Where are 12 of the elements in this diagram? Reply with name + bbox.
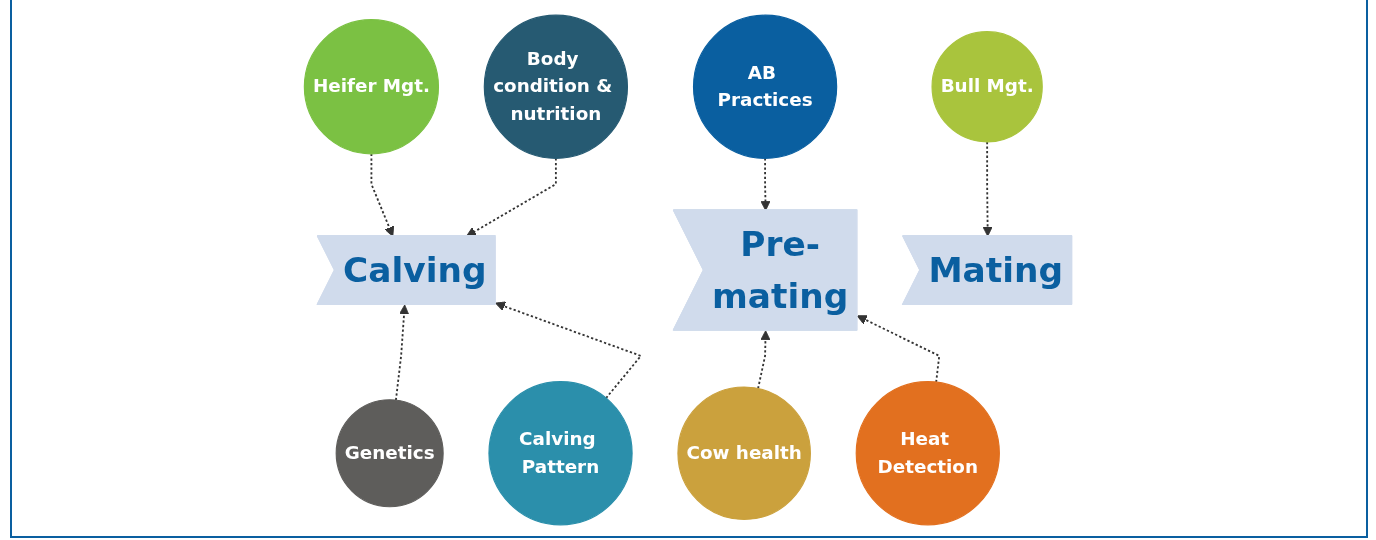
node-circle: Genetics bbox=[335, 399, 444, 508]
node-circle: Bull Mgt. bbox=[931, 31, 1043, 143]
arrow bbox=[856, 315, 941, 384]
arrow bbox=[395, 304, 410, 402]
node-circle: Cow health bbox=[677, 386, 811, 521]
node-circle: Heat Detection bbox=[855, 381, 1000, 526]
node-circle: Body condition & nutrition bbox=[483, 14, 629, 159]
node-circle: Heifer Mgt. bbox=[303, 19, 440, 155]
node-circle: AB Practices bbox=[692, 14, 838, 159]
node-circle: Calving Pattern bbox=[488, 381, 633, 526]
arrow bbox=[495, 301, 643, 399]
arrow bbox=[757, 330, 771, 390]
